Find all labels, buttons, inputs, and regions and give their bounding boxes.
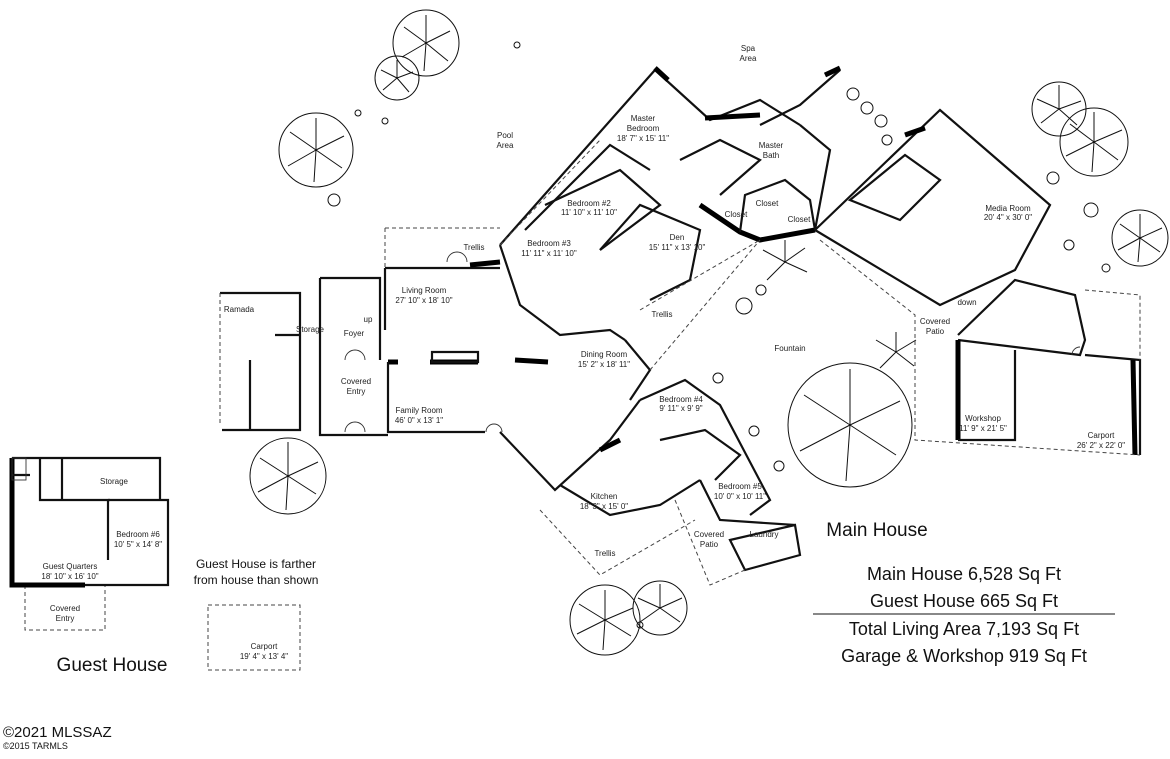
room-name: Pool (497, 131, 513, 140)
closet-label: Closet (725, 210, 748, 219)
laundry-label: Laundry (750, 530, 779, 539)
tree-icon (1059, 107, 1129, 177)
room-name: Bedroom (627, 124, 660, 133)
room-dims: 19' 4" x 13' 4" (240, 652, 288, 661)
copyright-line: ©2015 TARMLS (3, 741, 68, 751)
tree-icon (374, 55, 420, 101)
room-name: Dining Room (581, 350, 628, 359)
room-dims: Bath (763, 151, 779, 160)
room-name: Covered (920, 317, 950, 326)
room-dims: Entry (56, 614, 75, 623)
room-dims: 10' 0" x 10' 11" (714, 492, 766, 501)
ramada-label: Ramada (224, 305, 255, 314)
room-name: Guest Quarters (43, 562, 98, 571)
room-name: Family Room (395, 406, 442, 415)
guest-note-line: from house than shown (194, 573, 319, 587)
fountain-label: Fountain (774, 344, 805, 353)
stairs-up-label: up (364, 315, 373, 324)
room-name: Bedroom #5 (718, 482, 762, 491)
covered-patio-label: Covered (694, 530, 724, 539)
room-name: Covered (50, 604, 80, 613)
covered-patio-label: Patio (700, 540, 719, 549)
room-name: Master (759, 141, 784, 150)
main-house-heading: Main House (826, 520, 927, 541)
tree-icon (1111, 209, 1169, 267)
room-name: Bedroom #6 (116, 530, 160, 539)
summary-garage: Garage & Workshop 919 Sq Ft (841, 646, 1087, 666)
summary-guest-house: Guest House 665 Sq Ft (870, 591, 1058, 611)
landscape-trees (249, 9, 1169, 656)
foyer-label: Foyer (344, 329, 365, 338)
room-dims: 18' 7" x 15' 11" (617, 134, 669, 143)
shrub-icons (327, 41, 1111, 629)
closet-label: Closet (756, 199, 779, 208)
room-dims: 11' 10" x 11' 10" (561, 208, 617, 217)
room-dims: 27' 10" x 18' 10" (395, 296, 452, 305)
room-name: Carport (251, 642, 278, 651)
tree-icon (569, 584, 641, 656)
tree-icon (249, 437, 327, 515)
room-dims: Entry (347, 387, 366, 396)
guest-house-walls (9, 456, 170, 588)
tree-icon (392, 9, 460, 77)
room-dims: 11' 9" x 21' 5" (959, 424, 1007, 433)
room-name: Carport (1088, 431, 1115, 440)
room-name: Living Room (402, 286, 447, 295)
room-name: Workshop (965, 414, 1001, 423)
main-house-walls (24, 65, 1142, 671)
room-dims: 11' 11" x 11' 10" (521, 249, 577, 258)
room-dims: 26' 2" x 22' 0" (1077, 441, 1125, 450)
room-name: Media Room (985, 204, 1031, 213)
palm-icon (875, 332, 917, 369)
guest-note-line: Guest House is farther (196, 557, 316, 571)
trellis-label: Trellis (463, 243, 484, 252)
room-name: Den (670, 233, 685, 242)
tree-icon (632, 580, 688, 636)
trellis-label: Trellis (594, 549, 615, 558)
tree-icon (1031, 81, 1087, 137)
room-dims: Patio (926, 327, 945, 336)
storage-label: Storage (296, 325, 325, 334)
area-summary: Main House Main House 6,528 Sq Ft Guest … (813, 520, 1115, 666)
room-dims: Area (740, 54, 757, 63)
room-dims: 10' 5" x 14' 8" (114, 540, 162, 549)
stairs-down-label: down (957, 298, 976, 307)
room-dims: 46' 0" x 13' 1" (395, 416, 443, 425)
guest-house-heading: Guest House (57, 655, 168, 676)
room-name: Covered (341, 377, 371, 386)
tree-icon (278, 112, 354, 188)
room-dims: 15' 11" x 13' 10" (649, 243, 706, 252)
tree-icon (787, 362, 913, 488)
copyright-line: ©2021 MLSSAZ (3, 724, 112, 741)
room-name: Bedroom #3 (527, 239, 571, 248)
guest-house-labels: Storage Bedroom #6 10' 5" x 14' 8" Guest… (41, 477, 318, 676)
closet-label: Closet (788, 215, 811, 224)
palm-icon (762, 240, 808, 281)
room-name: Master (631, 114, 656, 123)
summary-total: Total Living Area 7,193 Sq Ft (849, 619, 1079, 639)
room-name: Bedroom #4 (659, 395, 703, 404)
room-dims: 18' 3" x 15' 0" (580, 502, 628, 511)
room-name: Bedroom #2 (567, 199, 611, 208)
room-name: Kitchen (591, 492, 618, 501)
room-dims: 18' 10" x 16' 10" (41, 572, 98, 581)
room-name: Spa (741, 44, 756, 53)
room-labels: Spa Area Pool Area Master Bedroom 18' 7"… (224, 44, 1125, 558)
room-dims: 15' 2" x 18' 11" (578, 360, 630, 369)
room-dims: 20' 4" x 30' 0" (984, 213, 1032, 222)
summary-main-house: Main House 6,528 Sq Ft (867, 564, 1061, 584)
copyright-watermark: ©2021 MLSSAZ ©2015 TARMLS (3, 724, 112, 751)
room-dims: Area (497, 141, 514, 150)
trellis-label: Trellis (651, 310, 672, 319)
room-dims: 9' 11" x 9' 9" (659, 404, 702, 413)
guest-storage-label: Storage (100, 477, 129, 486)
